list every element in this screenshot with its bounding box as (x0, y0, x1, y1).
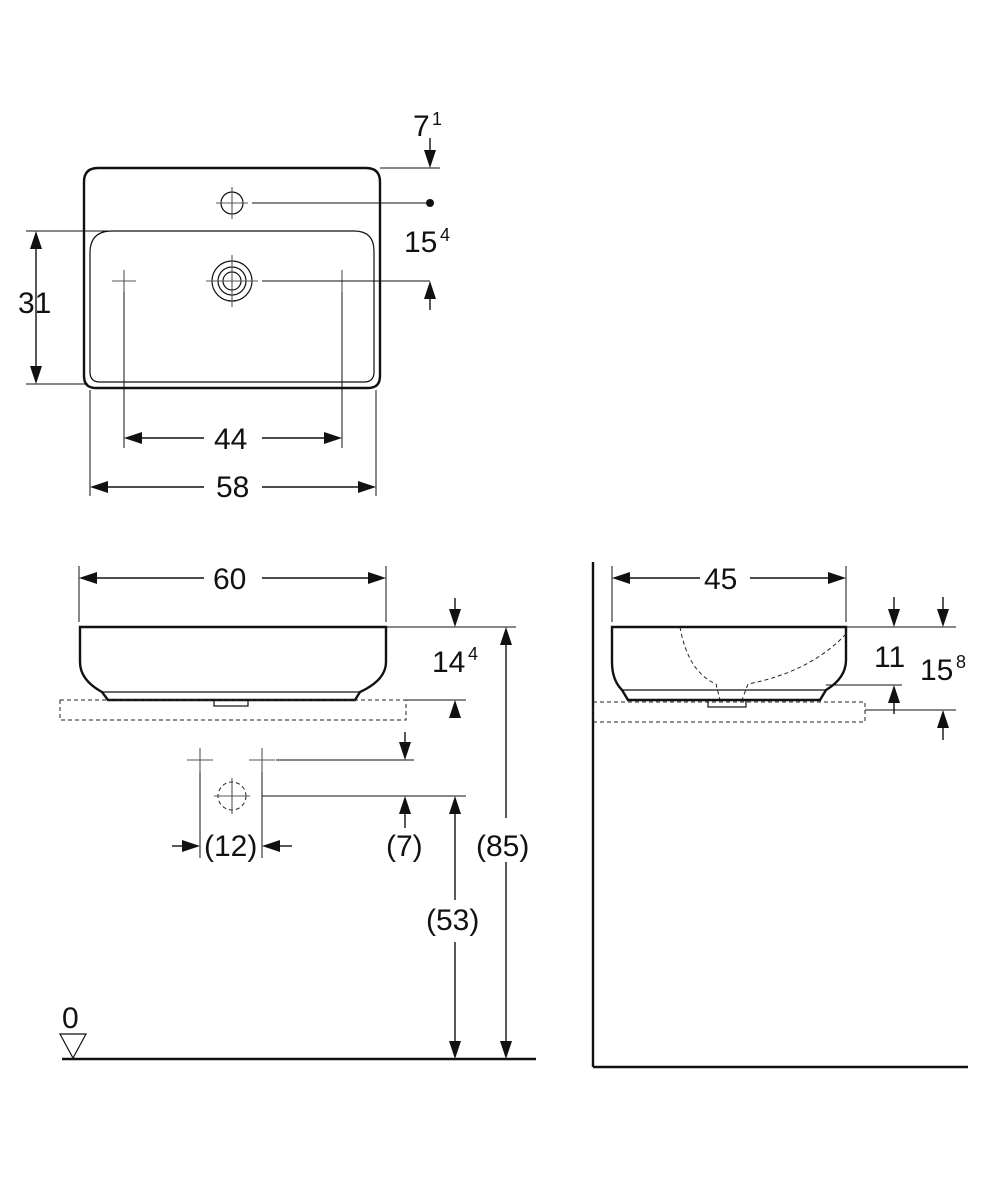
dim-total-height: (85) (476, 830, 529, 863)
side-countertop (592, 701, 866, 723)
dim-hole-spacing: 15 (404, 226, 437, 259)
dim-side-total-height-sup: 8 (956, 652, 966, 672)
top-view-bowl (89, 230, 375, 383)
dim-basin-height-sup: 4 (468, 644, 478, 664)
front-outlet-icon (214, 778, 250, 814)
dim-side-depth: 45 (704, 563, 737, 596)
tap-hole-icon (216, 187, 248, 219)
front-view: 60 14 4 (58, 563, 536, 1061)
connection-cross-left (112, 270, 136, 292)
front-connection-left (187, 748, 213, 772)
top-view-outline (82, 166, 382, 390)
top-view: 7 1 15 4 31 44 58 (18, 109, 450, 504)
dim-floor-level: 0 (62, 1002, 79, 1035)
dim-connection-spacing: 44 (214, 423, 247, 456)
dim-top-offset-sup: 1 (432, 109, 442, 129)
dim-side-bowl-height: 11 (874, 641, 905, 674)
side-view: 45 11 15 8 (591, 562, 968, 1069)
dim-inner-width: 58 (216, 471, 249, 504)
dim-outer-width: 60 (213, 563, 246, 596)
front-basin-body (78, 625, 388, 702)
dim-top-offset: 7 (413, 110, 430, 143)
floor-level-triangle-icon (58, 1033, 88, 1060)
waste-outlet-icon (206, 255, 258, 307)
dim-hole-spacing-sup: 4 (440, 225, 450, 245)
side-basin-body (610, 625, 848, 702)
dim-connection-height: (7) (386, 830, 423, 863)
front-connection-right (249, 748, 275, 772)
dim-basin-height: 14 (432, 646, 465, 679)
front-countertop (59, 699, 407, 721)
dim-bowl-depth: 31 (18, 287, 51, 320)
dim-connection-offset: (12) (204, 830, 257, 863)
dim-outlet-height: (53) (426, 904, 479, 937)
dim-side-total-height: 15 (920, 654, 953, 687)
